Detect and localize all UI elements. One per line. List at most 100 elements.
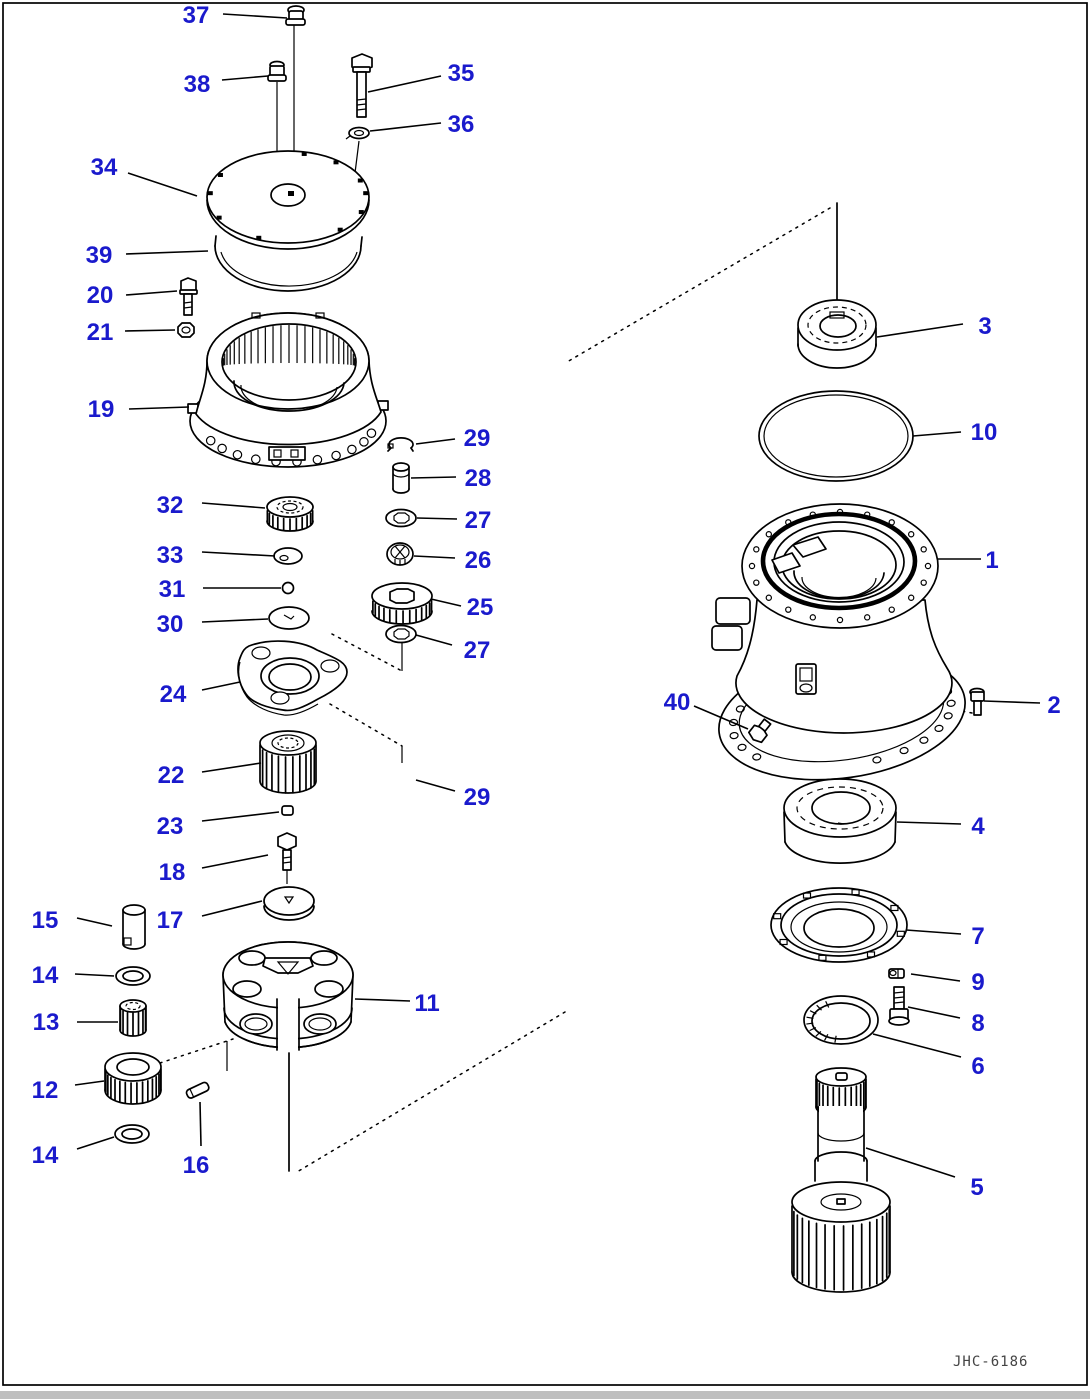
callout-label-29: 29 <box>464 425 491 452</box>
callout-label-29: 29 <box>464 784 491 811</box>
window-edge <box>0 1391 1090 1399</box>
callout-6: 6 <box>872 1033 985 1080</box>
bolt-part-8 <box>888 986 910 1026</box>
callout-label-22: 22 <box>158 762 185 789</box>
leader-line <box>413 555 456 559</box>
callout-29: 29 <box>415 425 491 452</box>
callout-label-14: 14 <box>32 1142 59 1169</box>
leader-line <box>354 998 411 1002</box>
leader-line <box>128 406 190 410</box>
callout-39: 39 <box>86 242 209 269</box>
callout-21: 21 <box>87 319 176 346</box>
callout-34: 34 <box>91 154 198 197</box>
callout-label-9: 9 <box>971 969 984 996</box>
leader-line <box>201 502 266 509</box>
callout-24: 24 <box>160 681 241 708</box>
thrust-washer-part-33 <box>273 547 303 565</box>
callout-1: 1 <box>938 547 999 574</box>
callout-35: 35 <box>367 60 475 93</box>
shaft-part-5 <box>791 1067 891 1293</box>
bearing-part-32 <box>266 496 314 532</box>
bolt-part-40 <box>747 718 772 744</box>
washer-part-27-lower <box>385 624 417 644</box>
callout-label-2: 2 <box>1047 692 1060 719</box>
nut-part-9 <box>888 968 905 979</box>
nut-part-21 <box>177 322 195 338</box>
callout-label-18: 18 <box>159 859 186 886</box>
leader-line <box>367 75 442 93</box>
callout-label-23: 23 <box>157 813 184 840</box>
leader-line <box>125 290 178 296</box>
bolt-part-35 <box>351 53 373 118</box>
ring-gear-part-19 <box>187 312 389 468</box>
callout-label-37: 37 <box>183 2 210 29</box>
bearing-part-3 <box>797 299 877 369</box>
callout-label-28: 28 <box>465 465 492 492</box>
callout-label-24: 24 <box>160 681 187 708</box>
case-band-part-39 <box>214 235 363 292</box>
coupling-part-11 <box>222 941 354 1051</box>
callout-label-27: 27 <box>464 637 491 664</box>
callout-label-3: 3 <box>978 313 991 340</box>
callout-label-10: 10 <box>971 419 998 446</box>
ball-part-23 <box>281 805 294 816</box>
leader-line <box>905 929 962 935</box>
callout-20: 20 <box>87 282 178 309</box>
leader-line <box>221 75 269 81</box>
leader-line <box>410 476 457 479</box>
coupling-part-22 <box>259 730 317 794</box>
leader-line <box>896 821 962 825</box>
bolt-part-20 <box>179 277 198 316</box>
callout-17: 17 <box>157 900 263 934</box>
washer-part-30 <box>268 606 310 630</box>
construction-lines <box>159 22 973 1173</box>
callout-label-17: 17 <box>157 907 184 934</box>
callout-label-7: 7 <box>971 923 984 950</box>
callout-31: 31 <box>159 576 281 603</box>
leader-line <box>127 172 198 197</box>
callout-label-27: 27 <box>465 507 492 534</box>
callout-label-35: 35 <box>448 60 475 87</box>
leader-line <box>74 1080 105 1086</box>
leader-line <box>910 973 961 982</box>
callout-label-32: 32 <box>157 492 184 519</box>
callout-label-39: 39 <box>86 242 113 269</box>
cover-plate-part-34 <box>206 150 370 250</box>
callout-label-12: 12 <box>32 1077 59 1104</box>
callout-5: 5 <box>865 1147 984 1201</box>
callout-label-5: 5 <box>970 1174 983 1201</box>
callout-33: 33 <box>157 542 276 569</box>
leader-line <box>201 681 241 691</box>
leader-line <box>201 811 280 822</box>
leader-line <box>199 1101 202 1147</box>
callout-label-30: 30 <box>157 611 184 638</box>
callout-36: 36 <box>369 111 474 138</box>
leader-line <box>415 634 453 646</box>
callout-label-16: 16 <box>183 1152 210 1179</box>
callout-label-34: 34 <box>91 154 118 181</box>
callout-40: 40 <box>664 689 749 730</box>
bushing-part-13 <box>119 999 147 1037</box>
stopper-plate-part-17 <box>263 886 315 921</box>
callout-label-6: 6 <box>971 1053 984 1080</box>
callout-27: 27 <box>416 507 492 534</box>
leader-line <box>124 329 176 332</box>
callout-label-15: 15 <box>32 907 59 934</box>
callout-10: 10 <box>912 419 998 446</box>
callout-22: 22 <box>158 762 262 789</box>
ball-part-31 <box>281 581 295 595</box>
callout-12: 12 <box>32 1077 105 1104</box>
bolt-part-18 <box>277 832 297 884</box>
leader-line <box>415 779 456 792</box>
callout-25: 25 <box>430 594 493 621</box>
callout-label-11: 11 <box>414 990 439 1017</box>
callout-label-26: 26 <box>465 547 492 574</box>
leader-line <box>222 13 288 19</box>
callout-label-8: 8 <box>971 1010 984 1037</box>
locknut-part-26 <box>386 542 414 566</box>
leader-line <box>74 973 115 977</box>
leader-line <box>76 917 113 927</box>
leader-line <box>912 431 962 437</box>
callout-38: 38 <box>184 71 269 98</box>
